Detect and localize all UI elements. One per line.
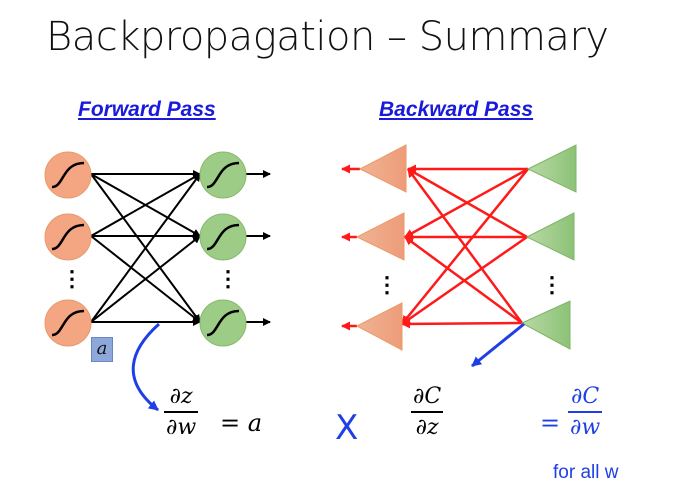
input-neuron <box>44 299 92 347</box>
sigmoid-icons <box>51 161 240 337</box>
equals-a: = a <box>220 409 263 437</box>
for-all-note: for all w <box>553 462 619 483</box>
dc-dw-denominator: ∂w <box>570 415 601 440</box>
input-neuron <box>44 213 92 261</box>
backward-unit <box>355 302 403 351</box>
dz-dw-fraction: ∂z ∂w <box>164 384 199 440</box>
backward-input-ellipsis: ⋮ <box>376 272 398 297</box>
dz-dw-numerator: ∂z <box>169 384 193 409</box>
slide-title: Backpropagation – Summary <box>46 14 609 60</box>
forward-edges <box>90 170 271 326</box>
backward-unit <box>526 144 577 193</box>
dc-dw-fraction: ∂C ∂w <box>568 384 603 440</box>
pointer-arrow-backward <box>471 322 525 368</box>
input-neuron <box>44 151 92 199</box>
dc-dz-fraction: ∂C ∂z <box>411 384 444 440</box>
multiply-sign: X <box>335 408 359 448</box>
activation-label: a <box>91 337 113 362</box>
fraction-bar <box>411 411 444 413</box>
output-neuron <box>199 213 247 261</box>
backward-unit <box>520 300 571 350</box>
backward-input-units <box>355 144 407 351</box>
backward-unit <box>525 212 575 261</box>
fraction-bar <box>164 411 199 413</box>
forward-input-ellipsis: ⋮ <box>61 266 83 291</box>
backward-unit <box>358 144 407 193</box>
pointer-arrow-forward <box>131 322 161 412</box>
dc-dz-denominator: ∂z <box>415 415 439 440</box>
forward-pass-heading: Forward Pass <box>78 98 216 121</box>
result-equals: = <box>540 409 561 437</box>
fraction-bar <box>568 411 603 413</box>
backward-pass-heading: Backward Pass <box>379 98 534 121</box>
output-neuron <box>199 151 247 199</box>
output-neuron <box>199 299 247 347</box>
forward-output-ellipsis: ⋮ <box>217 266 239 291</box>
dc-dw-numerator: ∂C <box>571 384 600 409</box>
backward-output-units <box>520 144 577 350</box>
dz-dw-denominator: ∂w <box>166 415 197 440</box>
backward-output-ellipsis: ⋮ <box>541 272 563 297</box>
backward-unit <box>355 212 405 261</box>
backward-edges <box>341 164 529 331</box>
dc-dz-numerator: ∂C <box>413 384 442 409</box>
